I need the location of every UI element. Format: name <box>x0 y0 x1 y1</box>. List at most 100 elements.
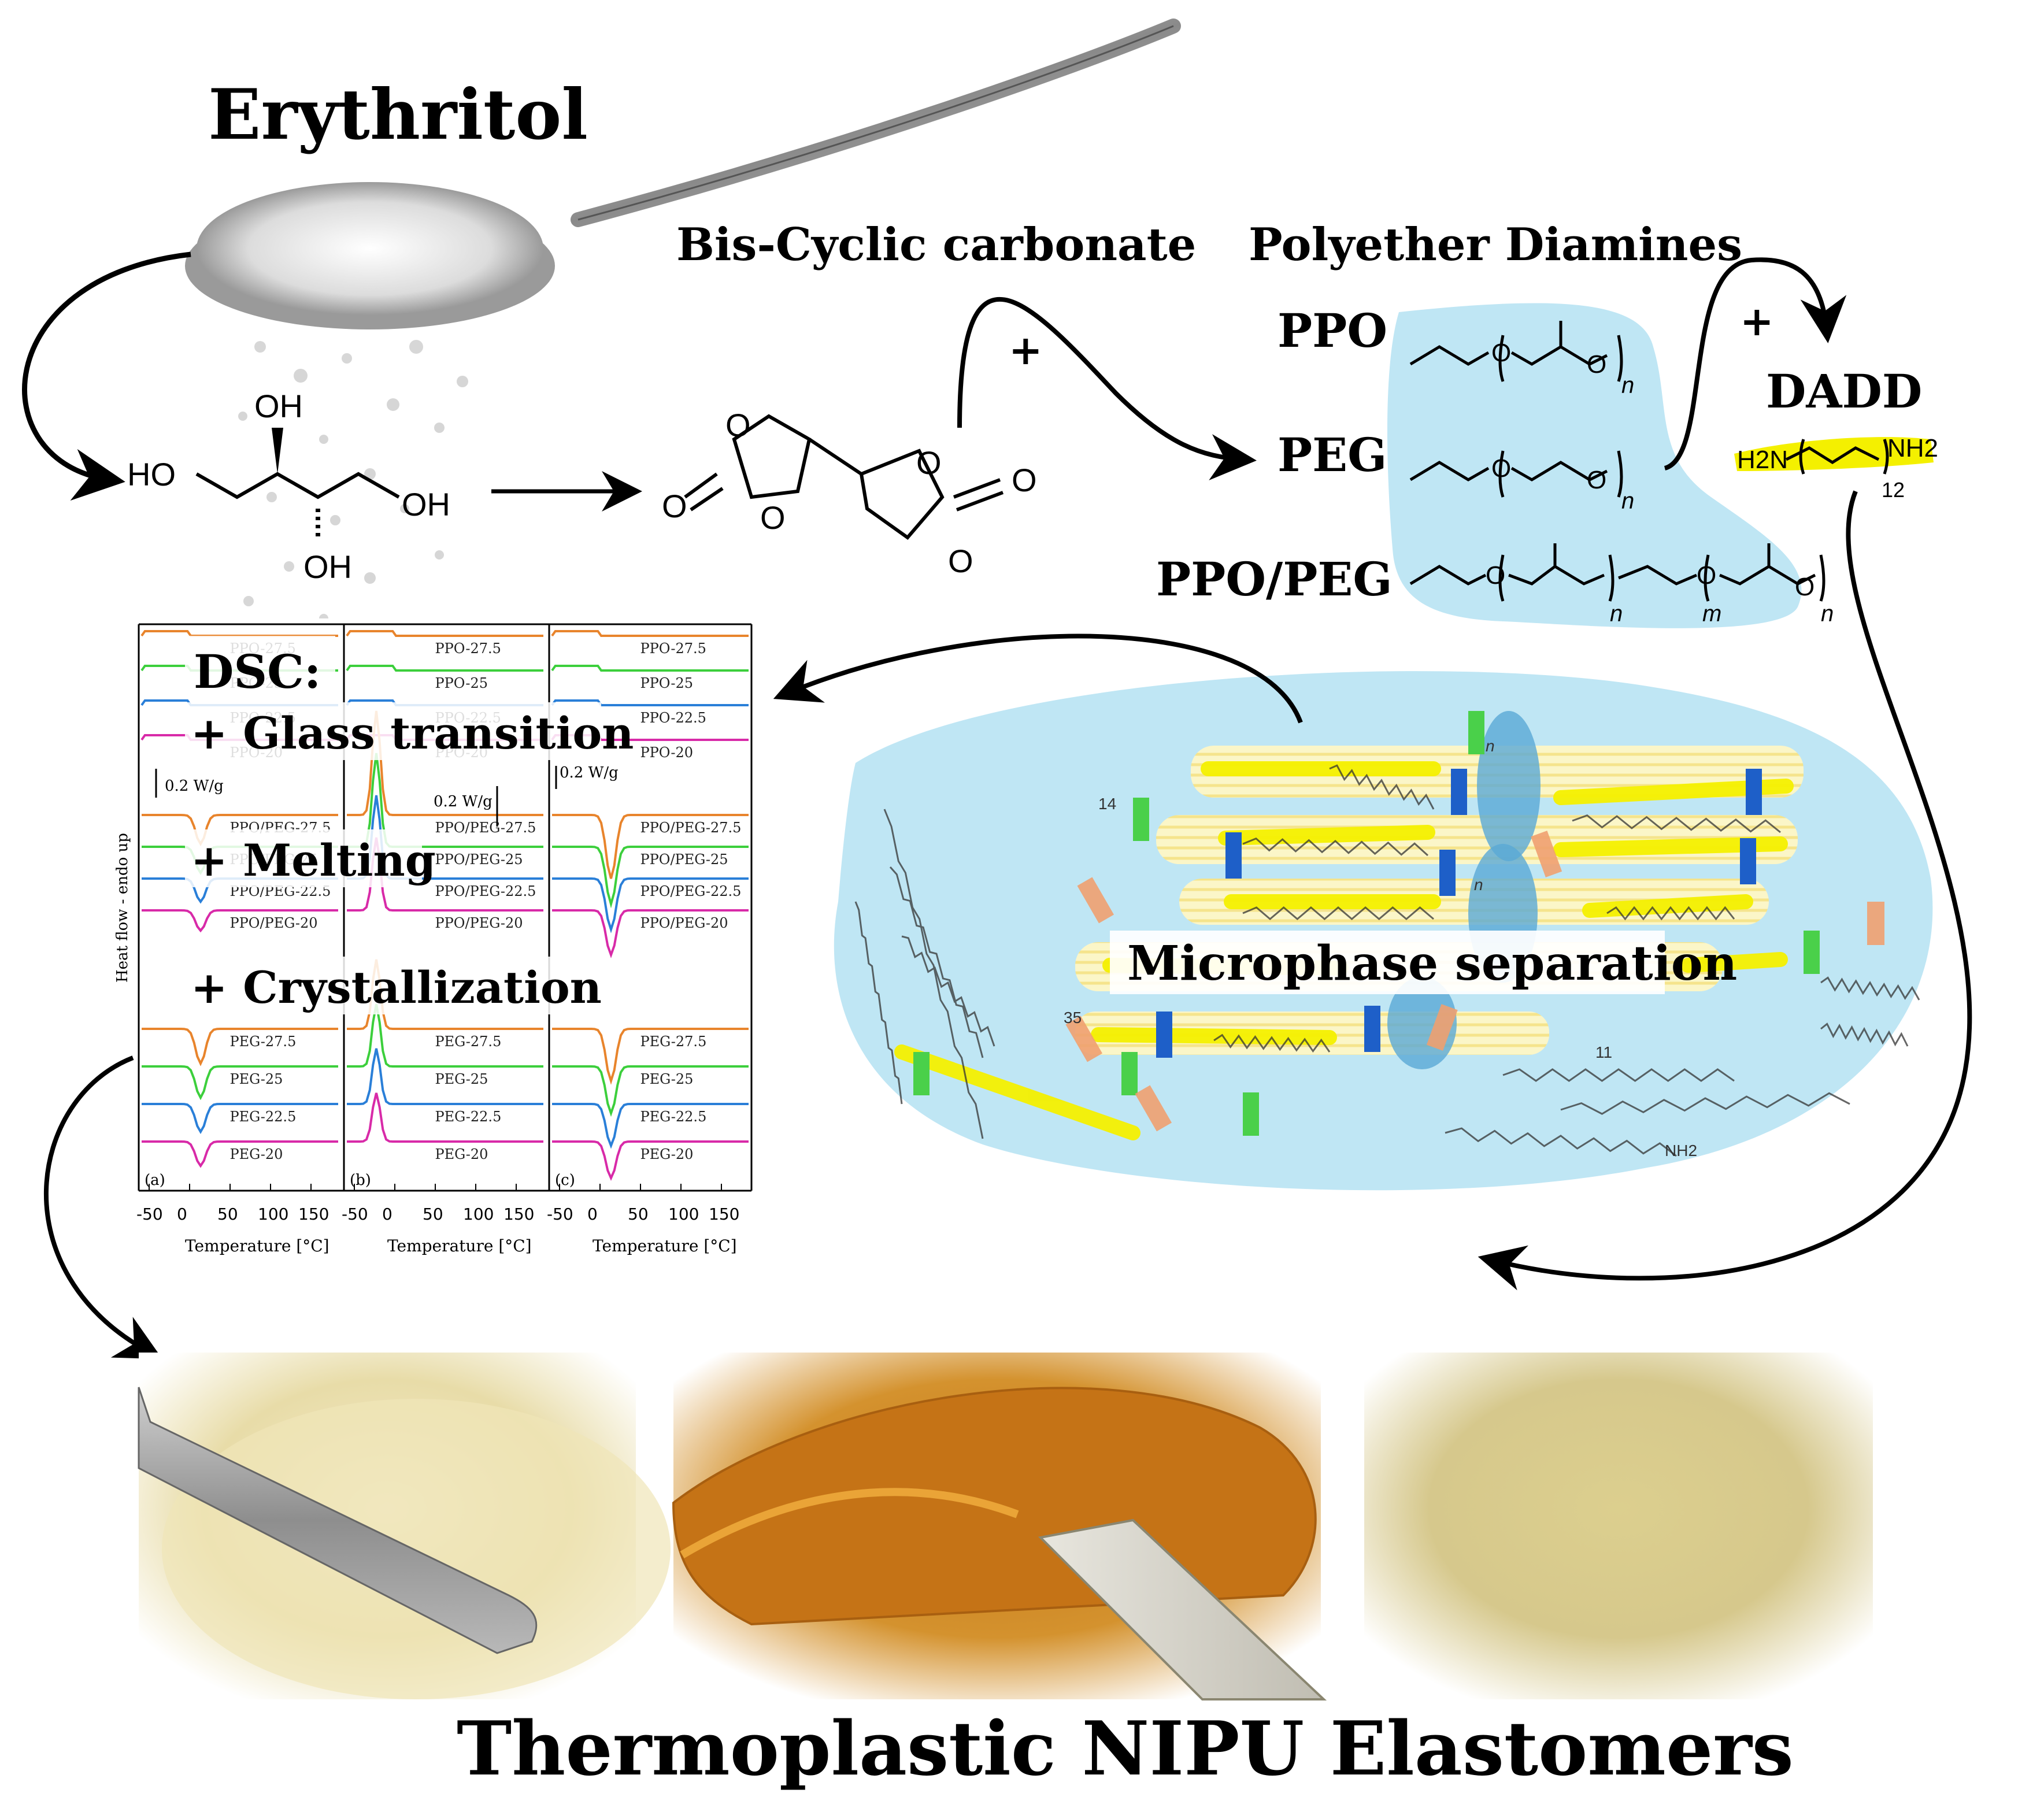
erythritol-group-4: OH <box>303 549 352 585</box>
dsc-series-label-1-3-0: PPO/PEG-20 <box>230 915 318 931</box>
ppo-peg-o-2: O <box>1697 561 1716 590</box>
title-thermoplastic-nipu: Thermoplastic NIPU Elastomers <box>457 1706 1794 1792</box>
dsc-series-label-2-3-1: PEG-20 <box>435 1146 488 1162</box>
dsc-tick-label-1-3: 100 <box>463 1205 494 1224</box>
dsc-curve-2-3-0 <box>142 1140 338 1168</box>
network-chain-3 <box>1329 764 1435 810</box>
dsc-tick-label-1-1: 0 <box>382 1205 392 1224</box>
ppo-peg-sub-n1: n <box>1610 601 1623 627</box>
dsc-tick-label-1-0: -50 <box>342 1205 368 1224</box>
dsc-tick-label-1-2: 50 <box>423 1205 443 1224</box>
dsc-curve-2-0-0 <box>142 1028 338 1066</box>
bis-cyclic-carbonate-structure <box>684 414 1004 540</box>
dsc-curve-0-2-2 <box>551 699 749 706</box>
arrow-dadd-to-network <box>1478 490 1972 1291</box>
network-chain-7 <box>1606 906 1735 921</box>
dsc-curve-0-0-2 <box>551 630 749 637</box>
dsc-curve-1-0-0 <box>142 814 338 847</box>
network-chain-5 <box>1572 814 1781 833</box>
dsc-series-label-0-0-1: PPO-27.5 <box>435 640 501 657</box>
dsc-ylabel: Heat flow - endo up <box>114 833 131 983</box>
dsc-curve-1-1-2 <box>552 846 749 909</box>
dsc-heading: DSC: <box>194 644 321 699</box>
dsc-scale-bar-b: 0.2 W/g <box>434 786 498 827</box>
dsc-series-label-2-2-2: PEG-22.5 <box>640 1109 707 1125</box>
dsc-series-label-2-1-0: PEG-25 <box>230 1071 283 1087</box>
dsc-tick-label-2-0: -50 <box>547 1205 573 1224</box>
network-chain-1 <box>889 866 984 1058</box>
dsc-scale-label-b: 0.2 W/g <box>434 793 493 810</box>
network-chain-10 <box>1560 1092 1850 1115</box>
dsc-series-label-0-2-2: PPO-22.5 <box>640 710 706 726</box>
dsc-tick-label-0-0: -50 <box>136 1205 163 1224</box>
carbonate-atom-4: O <box>916 444 942 481</box>
network-chain-14 <box>854 901 903 1105</box>
arrow-network-to-dsc <box>773 633 1303 724</box>
dsc-series-label-1-0-1: PPO/PEG-27.5 <box>435 820 536 836</box>
ppo-peg-sub-m: m <box>1702 601 1721 627</box>
dsc-panel-a: (a) <box>145 1172 165 1189</box>
photo-1 <box>138 1353 671 1699</box>
dsc-tick-label-2-4: 150 <box>709 1205 739 1224</box>
dsc-series-label-2-0-1: PEG-27.5 <box>435 1033 502 1050</box>
label-microphase-separation: Microphase separation <box>1127 936 1737 991</box>
peg-o-2: O <box>1587 466 1606 494</box>
dsc-curve-1-0-2 <box>552 814 749 879</box>
dsc-series-label-2-1-1: PEG-25 <box>435 1071 488 1087</box>
dsc-series-label-2-2-0: PEG-22.5 <box>230 1109 297 1125</box>
dsc-series-label-2-3-0: PEG-20 <box>230 1146 283 1162</box>
dsc-tick-label-0-3: 100 <box>258 1205 288 1224</box>
network-illustration: 14 35 11 n n NH2 <box>834 671 1933 1191</box>
dsc-series-label-1-2-2: PPO/PEG-22.5 <box>640 883 742 899</box>
arrow-diamines-to-dadd <box>1664 257 1847 470</box>
dsc-curve-1-2-2 <box>552 877 749 933</box>
label-dadd: DADD <box>1766 364 1922 418</box>
network-label-n-1: n <box>1486 737 1495 755</box>
sugar-spoon-illustration <box>185 18 1181 623</box>
dsc-curve-1-3-2 <box>552 909 749 958</box>
dsc-curve-0-1-2 <box>551 665 749 672</box>
network-chain-2 <box>901 935 995 1047</box>
dsc-series-label-1-3-1: PPO/PEG-20 <box>435 915 523 931</box>
dsc-xlabel-c: Temperature [°C] <box>593 1236 737 1255</box>
network-chain-0 <box>883 809 984 1139</box>
dsc-series-label-1-1-1: PPO/PEG-25 <box>435 851 523 868</box>
plus-sign-1: + <box>1009 326 1043 374</box>
diamine-name-ppo-peg: PPO/PEG <box>1156 552 1393 606</box>
dsc-tick-label-2-3: 100 <box>668 1205 699 1224</box>
label-bis-cyclic-carbonate: Bis-Cyclic carbonate <box>676 218 1196 271</box>
carbonate-atom-3: O <box>760 499 786 536</box>
arrow-carbonate-to-diamines <box>957 297 1257 480</box>
ppo-structure <box>1409 321 1623 382</box>
dsc-series-label-1-2-1: PPO/PEG-22.5 <box>435 883 536 899</box>
dsc-series-label-1-0-2: PPO/PEG-27.5 <box>640 820 742 836</box>
dsc-curve-2-1-1 <box>347 1003 543 1068</box>
dsc-series-label-1-3-2: PPO/PEG-20 <box>640 915 728 931</box>
dsc-panel-c: (c) <box>555 1172 575 1189</box>
arrow-dsc-to-photos <box>43 1055 163 1359</box>
dsc-tick-label-2-2: 50 <box>628 1205 649 1224</box>
diamine-name-peg: PEG <box>1277 428 1387 482</box>
ppo-o-2: O <box>1587 350 1606 379</box>
ppo-peg-o-1: O <box>1486 561 1505 590</box>
dsc-series-label-2-2-1: PEG-22.5 <box>435 1109 502 1125</box>
dsc-series-label-2-3-2: PEG-20 <box>640 1146 694 1162</box>
network-chain-12 <box>1820 976 1920 1001</box>
dsc-series-label-0-1-1: PPO-25 <box>435 675 488 691</box>
dsc-curve-1-3-0 <box>142 909 338 933</box>
network-chain-13 <box>1820 1022 1909 1047</box>
dsc-xlabel-a: Temperature [°C] <box>185 1236 329 1255</box>
ppo-o-1: O <box>1491 339 1511 367</box>
dsc-tick-label-0-2: 50 <box>217 1205 238 1224</box>
dadd-left: H2N <box>1737 446 1788 474</box>
photo-3 <box>1364 1353 1873 1699</box>
dsc-series-label-0-1-2: PPO-25 <box>640 675 694 691</box>
erythritol-group-2: OH <box>254 388 303 424</box>
dsc-panel-b: (b) <box>350 1172 371 1189</box>
dsc-curve-1-1-1 <box>347 753 543 848</box>
dsc-tick-label-0-4: 150 <box>298 1205 329 1224</box>
erythritol-structure <box>195 428 400 538</box>
dsc-scale-label-c: 0.2 W/g <box>560 764 619 781</box>
photo-2 <box>672 1353 1327 1700</box>
peg-sub-n: n <box>1621 488 1634 514</box>
